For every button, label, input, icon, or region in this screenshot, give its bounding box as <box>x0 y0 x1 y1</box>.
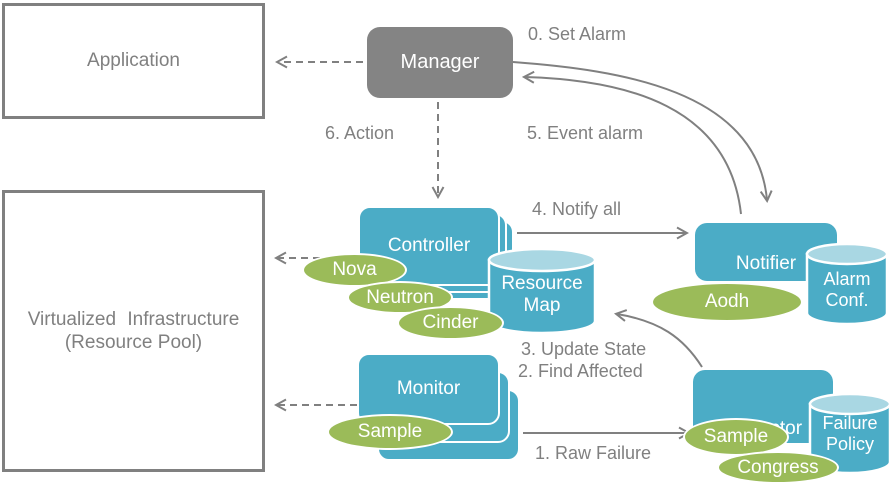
label-notify-all: 4. Notify all <box>532 199 622 219</box>
arrow-update-state-inspector-to-resource-map <box>617 314 703 368</box>
arrow-set-alarm-manager-to-notifier <box>512 61 767 200</box>
resource-map-cylinder-shape <box>487 247 597 335</box>
failure-policy-label-line1: Failure <box>822 413 878 433</box>
neutron-label: Neutron <box>366 286 434 308</box>
nova-label: Nova <box>332 259 377 280</box>
congress-ellipse: Congress <box>717 451 839 484</box>
virtualized-infrastructure-label-line1: Virtualized Infrastructure <box>27 309 240 330</box>
cinder-label: Cinder <box>422 312 479 333</box>
label-set-alarm: 0. Set Alarm <box>528 24 627 44</box>
notifier-label: Notifier <box>735 253 797 274</box>
resource-map-label-line2: Map <box>523 295 561 316</box>
virtualized-infrastructure-label-line2: (Resource Pool) <box>64 332 203 353</box>
resource-map-cylinder: Resource Map <box>487 247 597 335</box>
label-event-alarm: 5. Event alarm <box>527 123 644 143</box>
nova-ellipse: Nova <box>302 253 407 287</box>
cinder-ellipse: Cinder <box>397 306 504 340</box>
label-update-state: 3. Update State <box>521 339 647 359</box>
alarm-conf-cylinder: Alarm Conf. <box>805 242 889 327</box>
monitor-sample-label: Sample <box>357 421 423 442</box>
arrow-event-alarm-notifier-to-manager <box>525 77 742 215</box>
monitor-label: Monitor <box>396 378 461 399</box>
alarm-conf-label-line1: Alarm <box>823 269 871 289</box>
monitor-sample-ellipse: Sample <box>327 414 453 450</box>
application-label: Application <box>87 50 180 71</box>
controller-box: Controller <box>358 206 500 286</box>
controller-label: Controller <box>387 235 471 256</box>
manager-box: Manager <box>367 27 513 98</box>
label-action: 6. Action <box>325 123 395 143</box>
virtualized-infrastructure-box: Virtualized Infrastructure (Resource Poo… <box>2 190 265 472</box>
congress-label: Congress <box>737 456 819 478</box>
alarm-conf-cylinder-shape <box>805 242 889 326</box>
inspector-sample-label: Sample <box>703 426 769 447</box>
label-find-affected: 2. Find Affected <box>518 361 643 381</box>
aodh-ellipse: Aodh <box>651 282 803 322</box>
monitor-box: Monitor <box>357 353 500 425</box>
aodh-label: Aodh <box>704 291 750 312</box>
label-raw-failure: 1. Raw Failure <box>535 443 652 463</box>
inspector-sample-ellipse: Sample <box>683 418 789 456</box>
failure-policy-label-line2: Policy <box>825 434 874 454</box>
alarm-conf-label-line2: Conf. <box>825 290 869 310</box>
manager-label: Manager <box>400 51 480 73</box>
application-box: Application <box>2 3 265 119</box>
resource-map-label-line1: Resource <box>501 273 583 294</box>
